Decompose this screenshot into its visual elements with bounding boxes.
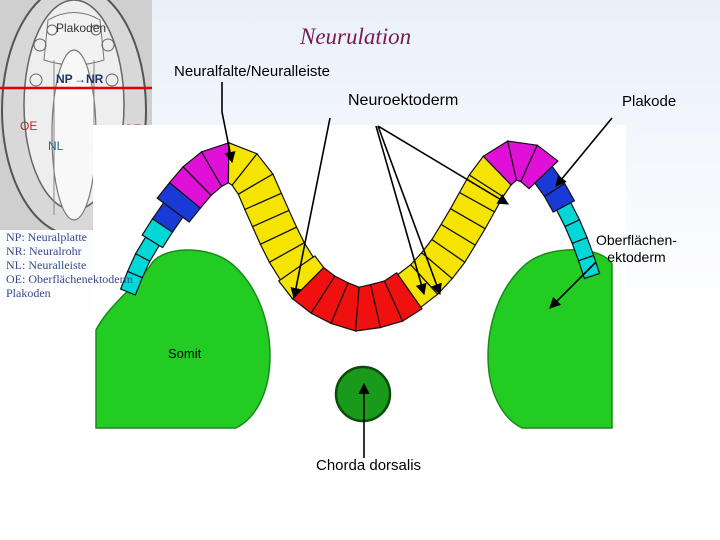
inset-label-nl-left: NL	[48, 139, 64, 153]
somite-right	[487, 249, 613, 429]
legend-item-np: NP: Neuralplatte	[6, 230, 87, 244]
label-plakode: Plakode	[622, 93, 677, 110]
inset-label-nr: NR	[86, 72, 104, 86]
neural-crest-cell	[520, 144, 559, 190]
legend-item-oe: OE: Oberflächenektoderm	[6, 272, 133, 286]
label-neuralfalte: Neuralfalte/Neuralleiste	[174, 63, 330, 80]
label-chorda: Chorda dorsalis	[316, 457, 422, 474]
abbreviation-legend: NP: Neuralplatte NR: Neuralrohr NL: Neur…	[6, 230, 133, 300]
inset-label-plakoden: Plakoden	[56, 21, 106, 35]
legend-item-nr: NR: Neuralrohr	[6, 244, 82, 258]
arrow-neuralfalte	[221, 82, 236, 164]
pointer-arrows	[221, 82, 613, 458]
arrow-neuroektoderm-3	[377, 125, 442, 296]
somite-left	[95, 249, 271, 429]
arrow-neuroektoderm-1	[290, 117, 331, 300]
page-title: Neurulation	[300, 24, 412, 49]
placode-cell	[543, 182, 576, 213]
inset-label-oe-left: OE	[20, 119, 37, 133]
legend-item-nl: NL: Neuralleiste	[6, 258, 87, 272]
chorda-dorsalis	[334, 365, 392, 423]
label-somit: Somit	[168, 346, 202, 361]
arrow-plakode	[555, 117, 613, 187]
legend-item-plakoden: Plakoden	[6, 286, 51, 300]
label-oberflaechenektoderm: Oberflächen- ektoderm	[596, 232, 677, 266]
label-oberflaechen-line1: Oberflächen-	[596, 232, 677, 248]
arrow-oberflaechenektoderm	[549, 261, 597, 309]
floor-plate-cell	[383, 271, 423, 322]
ectoderm-band	[119, 140, 601, 332]
arrow-neuroektoderm-4	[377, 125, 509, 205]
inset-arrow-glyph: →	[74, 72, 86, 86]
label-neuroektoderm: Neuroektoderm	[348, 92, 459, 109]
inset-label-np: NP	[56, 72, 73, 86]
arrow-neuroektoderm-2	[375, 125, 427, 296]
label-oberflaechen-line2: ektoderm	[607, 249, 666, 265]
surface-ectoderm-cell	[577, 254, 601, 280]
